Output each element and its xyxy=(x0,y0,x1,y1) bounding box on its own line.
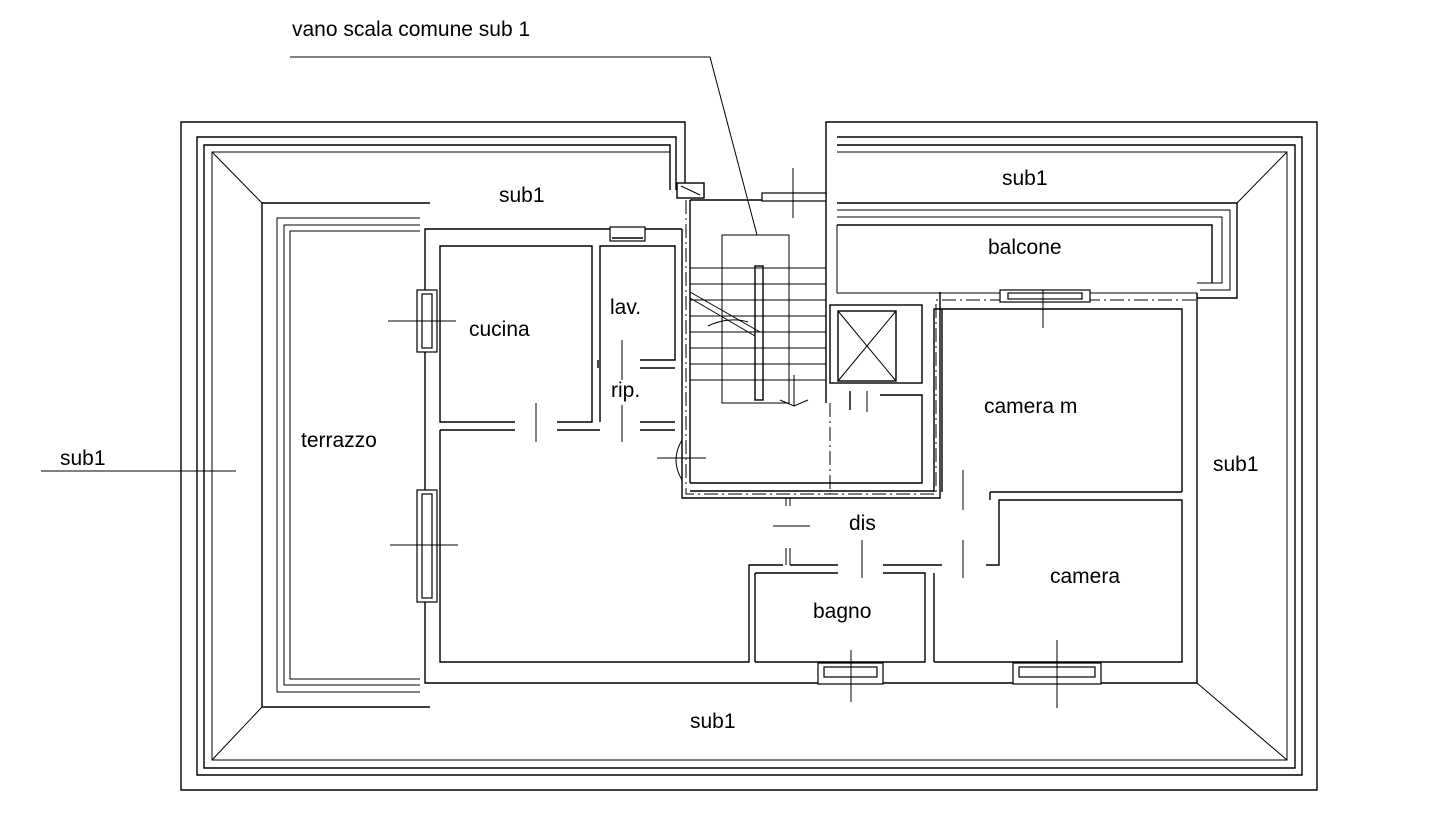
cucina-label: cucina xyxy=(469,318,530,341)
terrazzo-label: terrazzo xyxy=(301,429,377,452)
camera-m-label: camera m xyxy=(984,395,1077,418)
sub1-top-right-label: sub1 xyxy=(1002,167,1048,190)
labels: vano scala comune sub 1 sub1 sub1 sub1 s… xyxy=(60,18,1259,733)
stair-callout-label: vano scala comune sub 1 xyxy=(292,18,530,41)
sub1-right-label: sub1 xyxy=(1213,453,1259,476)
balcone-label: balcone xyxy=(988,236,1062,259)
windows xyxy=(388,168,1102,708)
sub1-bottom-label: sub1 xyxy=(690,710,736,733)
sub1-left-label: sub1 xyxy=(60,447,106,470)
camera-label: camera xyxy=(1050,565,1120,588)
leader-lines xyxy=(41,56,758,472)
stair-core xyxy=(675,182,1197,499)
sub1-top-left-label: sub1 xyxy=(499,184,545,207)
stair-treads xyxy=(690,267,826,381)
balcone-area xyxy=(836,202,1238,299)
lav-label: lav. xyxy=(610,296,641,319)
dis-label: dis xyxy=(849,512,876,535)
bagno-label: bagno xyxy=(813,600,871,623)
apartment-walls xyxy=(424,228,1198,684)
terrazzo-area xyxy=(261,202,430,708)
rip-label: rip. xyxy=(611,379,640,402)
roof-outline xyxy=(180,121,1318,791)
doors xyxy=(535,340,964,578)
